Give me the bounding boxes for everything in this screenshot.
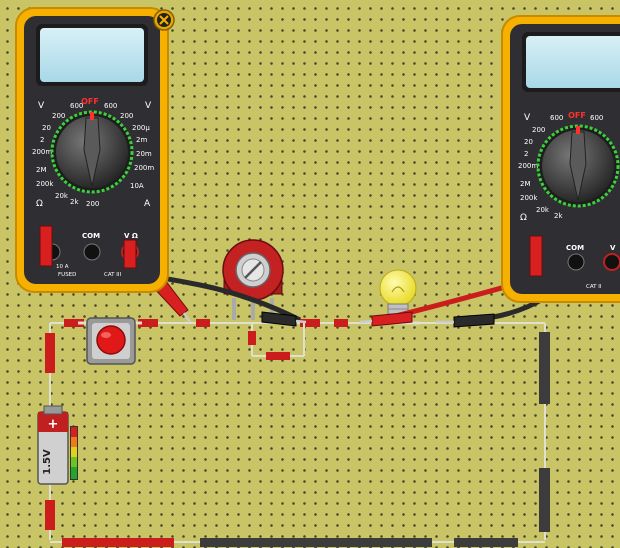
battery-polarity: +: [48, 417, 59, 432]
dial-label: 200m: [134, 164, 154, 172]
port-v-ohm[interactable]: [603, 253, 620, 271]
dial-label: 200: [120, 112, 133, 120]
dial-label: 2m: [136, 136, 147, 144]
ohm-icon: Ω: [36, 199, 43, 209]
probe-plug-red[interactable]: [529, 235, 543, 277]
wire-segment-black[interactable]: [539, 468, 550, 532]
multimeter-right[interactable]: OFF V 600 200 20 2 200m 2M 200k 20k 2k 6…: [501, 15, 620, 303]
dial-label: 200m: [32, 148, 52, 156]
dial-label-off: OFF: [568, 111, 586, 120]
dial-label: 200: [532, 126, 545, 134]
port-label-fused: FUSED: [58, 272, 76, 278]
port-label-10a: 10 A: [56, 264, 69, 270]
wire-segment-red[interactable]: [334, 319, 348, 327]
port-label-com: COM: [566, 244, 584, 252]
dial-label: 200k: [36, 180, 54, 188]
dial-unit: V: [38, 101, 45, 111]
wire-segment-red[interactable]: [138, 319, 158, 327]
dial-label: 2: [40, 136, 44, 144]
dial-label: 200k: [520, 194, 538, 202]
dial-label: 600: [550, 114, 563, 122]
battery-voltage: 1.5V: [42, 449, 53, 475]
dial-label: 20: [524, 138, 533, 146]
dial-label-off: OFF: [81, 97, 99, 106]
wire-segment-red[interactable]: [45, 333, 55, 373]
dial-label: 200m: [518, 162, 538, 170]
port-com[interactable]: [83, 243, 101, 261]
port-label-cat: CAT III: [104, 272, 122, 278]
dial-label: 20m: [136, 150, 152, 158]
dial-label: 600: [104, 102, 117, 110]
port-label-cat: CAT II: [586, 284, 602, 290]
probe-black-right[interactable]: [436, 313, 495, 328]
probe-plug-red[interactable]: [123, 239, 137, 269]
port-label-com: COM: [82, 232, 100, 240]
dial-label: 20: [42, 124, 51, 132]
dial-pointer: [576, 126, 580, 134]
battery[interactable]: + 1.5V: [37, 405, 78, 485]
dial-label: 10A: [130, 182, 144, 190]
multimeter-display: [40, 28, 144, 82]
potentiometer[interactable]: [222, 239, 284, 320]
port-label-v: V: [610, 244, 616, 252]
wire-segment-black[interactable]: [454, 538, 518, 547]
port-com[interactable]: [567, 253, 585, 271]
dial-label: 2k: [70, 198, 79, 206]
dial-label: 2k: [554, 212, 563, 220]
port-label-v: V Ω: [124, 232, 138, 240]
multimeter-left[interactable]: OFF V V 600 200 20 2 200m 2M 200k 20k 2k…: [15, 7, 169, 293]
wire-segment-red[interactable]: [62, 538, 174, 547]
dial-label: 2M: [36, 166, 47, 174]
dial-label: 200: [52, 112, 65, 120]
dial-unit: V: [524, 113, 531, 123]
wire-segment-black[interactable]: [539, 332, 550, 404]
wire-segment-red[interactable]: [266, 352, 290, 360]
probe-plug-red[interactable]: [39, 225, 53, 267]
dial-label: 600: [70, 102, 83, 110]
wire-segment-red[interactable]: [300, 319, 320, 327]
probe-red-right[interactable]: [359, 311, 413, 327]
probe-black-left[interactable]: [261, 311, 307, 327]
dial-label: 20k: [536, 206, 550, 214]
wire-segment-red[interactable]: [248, 331, 256, 345]
dial-label: 200: [86, 200, 99, 208]
wire-segment-red[interactable]: [45, 500, 55, 530]
dial-label: 20k: [55, 192, 69, 200]
dial-label: 600: [590, 114, 603, 122]
multimeter-display: [526, 36, 620, 88]
push-button-switch[interactable]: [78, 317, 142, 365]
amp-icon: A: [144, 199, 151, 209]
wire-segment-red[interactable]: [196, 319, 210, 327]
dial-label: 2: [524, 150, 528, 158]
close-meter-button[interactable]: [153, 9, 175, 31]
wire-segment-red[interactable]: [64, 319, 84, 327]
ohm-icon: Ω: [520, 213, 527, 223]
dial-label: 2M: [520, 180, 531, 188]
dial-label: 200µ: [132, 124, 150, 132]
wire-segment-black[interactable]: [200, 538, 432, 547]
dial-unit: V: [145, 101, 152, 111]
dial-pointer: [90, 112, 94, 120]
